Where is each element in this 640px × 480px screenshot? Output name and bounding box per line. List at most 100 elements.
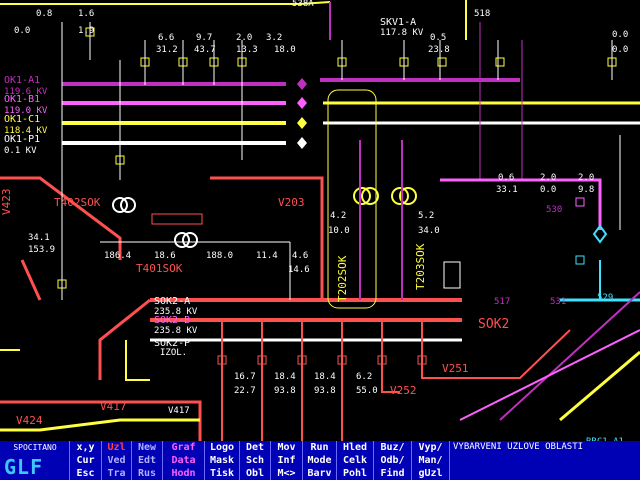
menu-command[interactable]: Obl (240, 467, 271, 480)
measured-value: 18.0 (274, 45, 296, 55)
menu-command[interactable]: Logo (205, 441, 240, 454)
measured-value: 13.3 (236, 45, 258, 55)
menu-command[interactable]: Hodn (163, 467, 205, 480)
measured-value: 188.0 (206, 251, 233, 261)
station-label: V251 (442, 362, 469, 375)
menu-command[interactable]: Hled (337, 441, 374, 454)
station-label: T402SOK (54, 196, 101, 209)
bus-diamonds (297, 78, 307, 149)
menu-command[interactable]: Mov (271, 441, 303, 454)
measured-value: 9.7 (196, 33, 212, 43)
menu-command[interactable]: Pohl (337, 467, 374, 480)
bus-voltage: 119.0 KV (4, 106, 48, 116)
menu-command[interactable]: Graf (163, 441, 205, 454)
menu-command[interactable]: M<> (271, 467, 303, 480)
menu-command[interactable]: Sch (240, 454, 271, 467)
menu-command[interactable]: Inf (271, 454, 303, 467)
measured-value: 2.0 (540, 173, 556, 183)
top-frame-lines (0, 0, 467, 40)
menu-command[interactable]: Esc (70, 467, 102, 480)
lower-feeders (0, 298, 571, 441)
menu-command[interactable]: Barv (303, 467, 337, 480)
station-label: 531 (550, 297, 566, 307)
app-logo: GLF (4, 455, 44, 479)
menu-command[interactable]: Celk (337, 454, 374, 467)
menu-command[interactable]: Tisk (205, 467, 240, 480)
measured-value: 0.6 (498, 173, 514, 183)
station-label: V423 (0, 189, 13, 216)
station-label: V417 (100, 400, 127, 413)
menu-command[interactable]: Det (240, 441, 271, 454)
measured-value: 3.2 (266, 33, 282, 43)
measured-value: 34.0 (418, 226, 440, 236)
measured-value: 22.7 (234, 386, 256, 396)
menu-command[interactable]: gUzl (412, 467, 450, 480)
measured-value: 0.0 (612, 30, 628, 40)
bus-voltage: 0.1 KV (4, 146, 37, 156)
menu-command[interactable]: New (132, 441, 163, 454)
station-label: T202SOK (336, 255, 349, 302)
measured-value: 14.6 (288, 265, 310, 275)
station-label: V417 (168, 406, 190, 416)
menu-command[interactable]: Edt (132, 454, 163, 467)
measured-value: 186.4 (104, 251, 131, 261)
bus-name: OK1-P1 (4, 134, 40, 145)
menu-command[interactable]: x,y (70, 441, 102, 454)
measured-value: 0.5 (430, 33, 446, 43)
measured-value: 153.9 (28, 245, 55, 255)
measured-value: 2.0 (236, 33, 252, 43)
station-label: 530 (546, 205, 562, 215)
bus-name: OK1-C1 (4, 114, 40, 125)
station-label: SOK2-P (154, 338, 190, 349)
station-label: SKV1-A (380, 17, 416, 28)
measured-value: 55.0 (356, 386, 378, 396)
menu-command[interactable]: Mask (205, 454, 240, 467)
station-label: 117.8 KV (380, 28, 424, 38)
menu-command[interactable]: Cur (70, 454, 102, 467)
bus-voltage: 118.4 KV (4, 126, 48, 136)
measured-value: 1.6 (78, 9, 94, 19)
measured-value: 0.0 (14, 26, 30, 36)
station-label: V203 (278, 196, 305, 209)
menu-command[interactable]: Ved (102, 454, 132, 467)
menu-command[interactable]: Odb/ (374, 454, 412, 467)
menu-command[interactable]: Man/ (412, 454, 450, 467)
station-label: IZOL. (160, 348, 187, 358)
station-label: 529 (597, 293, 613, 303)
right-region (440, 135, 640, 422)
measured-value: 10.0 (328, 226, 350, 236)
menu-command[interactable]: Buz/ (374, 441, 412, 454)
station-label: SOK2-A (154, 296, 190, 307)
station-label: 518 (474, 9, 490, 19)
measured-value: 2.0 (578, 173, 594, 183)
bus-voltage: 119.6 KV (4, 87, 48, 97)
menu-command[interactable]: Data (163, 454, 205, 467)
station-label: 517 (494, 297, 510, 307)
measured-value: 34.1 (28, 233, 50, 243)
station-label: V424 (16, 414, 43, 427)
station-label: V252 (390, 384, 417, 397)
menu-command[interactable]: Find (374, 467, 412, 480)
menu-command[interactable]: Rus (132, 467, 163, 480)
measured-value: 0.0 (612, 45, 628, 55)
station-label: 235.8 KV (154, 326, 198, 336)
menu-command[interactable]: Mode (303, 454, 337, 467)
measured-value: 18.4 (314, 372, 336, 382)
menu-command[interactable]: Uzl (102, 441, 132, 454)
measured-value: 18.6 (154, 251, 176, 261)
measured-value: 0.0 (540, 185, 556, 195)
menu-command[interactable]: Vyp/ (412, 441, 450, 454)
station-label: T401SOK (136, 262, 183, 275)
measured-value: 18.4 (274, 372, 296, 382)
measured-value: 31.2 (156, 45, 178, 55)
measured-value: 4.6 (292, 251, 308, 261)
measured-value: 93.8 (314, 386, 336, 396)
bus-name: OK1-A1 (4, 75, 40, 86)
menu-command[interactable]: Tra (102, 467, 132, 480)
menu-command[interactable]: Run (303, 441, 337, 454)
